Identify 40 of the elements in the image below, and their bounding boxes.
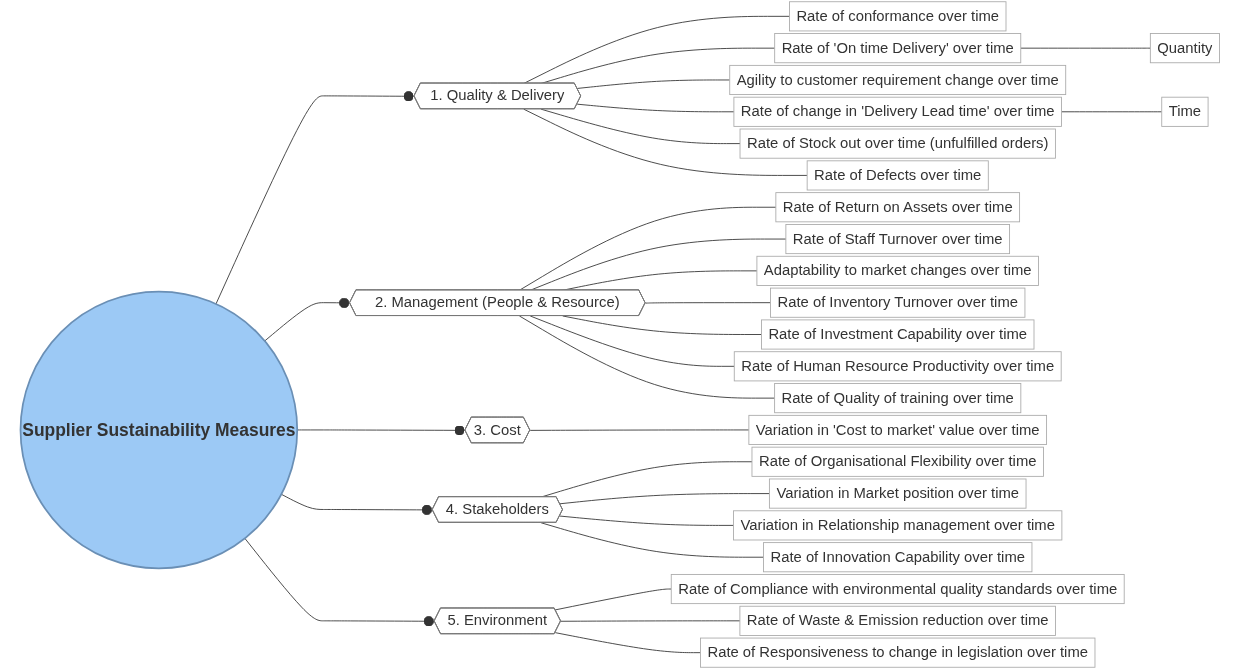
node-box: Variation in Relationship management over time [733, 510, 1063, 541]
connector [523, 108, 808, 176]
connector [540, 108, 741, 145]
node-box: Rate of Return on Assets over time [775, 192, 1021, 223]
node-box: Rate of conformance over time [789, 1, 1007, 32]
connector [1020, 47, 1151, 49]
node-box: Agility to customer requirement change over time [729, 64, 1067, 95]
node-box: Rate of change in 'Delivery Lead time' over time [733, 96, 1062, 127]
node-box: Rate of Compliance with environmental quality standards over time [670, 574, 1125, 605]
node-box: Rate of Staff Turnover over time [785, 224, 1010, 255]
node-box: Variation in 'Cost to market' value over time [748, 414, 1047, 445]
node-box: Rate of Innovation Capability over time [763, 542, 1033, 573]
node-box: Rate of Investment Capability over time [761, 319, 1035, 350]
connector [576, 79, 731, 89]
connector [576, 103, 735, 113]
node-box: Rate of Human Resource Productivity over time [733, 351, 1062, 382]
node-box: Rate of Inventory Turnover over time [770, 287, 1026, 318]
connector [559, 515, 734, 526]
connector [645, 302, 771, 304]
node-box: Adaptability to market changes over time [756, 255, 1039, 286]
node-circle: Supplier Sustainability Measures [19, 290, 299, 570]
connector [523, 15, 790, 84]
connector [529, 315, 735, 367]
node-box: Rate of Defects over time [806, 160, 989, 191]
node-box: Rate of Quality of training over time [774, 383, 1022, 414]
node-box: Rate of Stock out over time (unfulfilled orders) [739, 128, 1056, 159]
connector [559, 493, 770, 505]
node-box: Quantity [1149, 33, 1220, 64]
connector [554, 632, 701, 654]
node-box: Variation in Market position over time [768, 478, 1027, 509]
node-box: Rate of Organisational Flexibility over time [751, 446, 1044, 477]
node-box: Rate of 'On time Delivery' over time [774, 33, 1022, 64]
node-box: Rate of Waste & Emission reduction over time [739, 605, 1056, 636]
connector [518, 315, 776, 399]
connector [529, 429, 750, 431]
connector [1061, 111, 1163, 113]
connector [560, 620, 741, 622]
node-box: Time [1161, 96, 1209, 127]
node-box: Rate of Responsiveness to change in legislation over time [700, 637, 1096, 668]
connector [554, 588, 672, 611]
